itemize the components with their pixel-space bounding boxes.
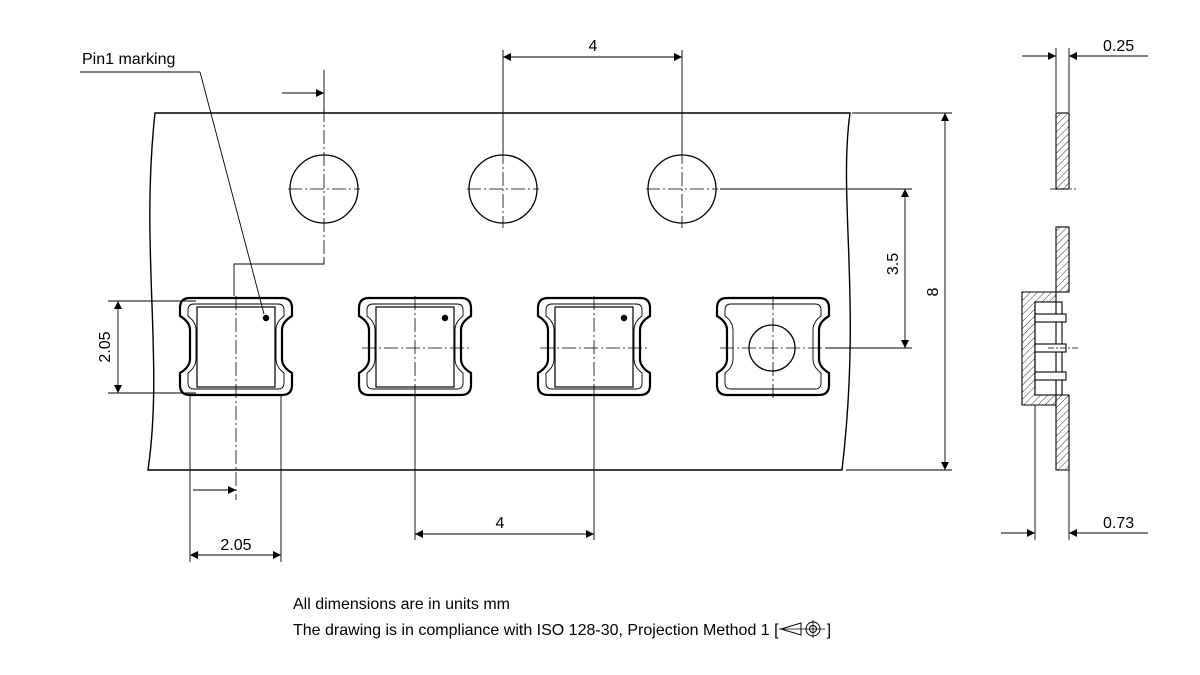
dim-pitch-bottom-label: 4 — [496, 515, 505, 532]
dim-pitch-top — [502, 50, 683, 152]
iso-note: The drawing is in compliance with ISO 12… — [293, 620, 831, 640]
carrier-tape-outline — [147, 112, 851, 471]
pin1-dot — [620, 314, 628, 322]
pocket-centerlines — [235, 296, 826, 500]
iso-note-suffix: ] — [826, 622, 832, 639]
dim-hole-to-pocket-label: 3.5 — [885, 253, 902, 275]
iso-note-text: The drawing is in compliance with ISO 12… — [293, 622, 779, 639]
projection-method-icon — [778, 620, 825, 638]
pin1-dot — [441, 314, 449, 322]
dim-tape-width — [846, 112, 952, 471]
dim-tape-thickness — [1022, 48, 1148, 112]
dim-pocket-depth — [1001, 405, 1148, 540]
units-note: All dimensions are in units mm — [293, 596, 510, 613]
dim-tape-thickness-label: 0.25 — [1103, 38, 1134, 55]
dim-pitch-top-label: 4 — [589, 38, 598, 55]
dim-pocket-width-label: 2.05 — [220, 537, 251, 554]
pin1-marking-label: Pin1 marking — [82, 51, 175, 68]
pin1-dot — [262, 314, 270, 322]
dim-pocket-depth-label: 0.73 — [1103, 515, 1134, 532]
side-section-view — [1021, 112, 1078, 471]
dim-tape-width-label: 8 — [925, 287, 942, 296]
hole-centerlines — [288, 108, 718, 258]
dim-hole-to-pocket — [720, 188, 912, 349]
pockets — [178, 296, 831, 397]
pin1-leader — [80, 71, 325, 315]
dim-pocket-height-label: 2.05 — [97, 331, 114, 362]
offset-arrows — [193, 70, 325, 494]
dim-pocket-height — [108, 300, 196, 394]
dim-pitch-bottom — [414, 396, 595, 540]
dim-pocket-width — [189, 395, 282, 562]
